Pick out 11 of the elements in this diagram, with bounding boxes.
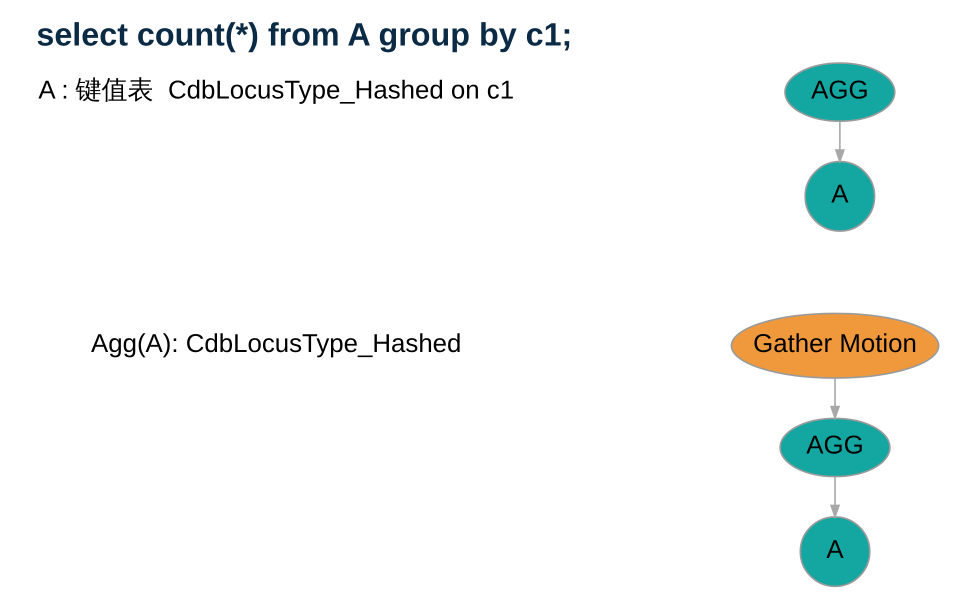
diagram-title: select count(*) from A group by c1; <box>36 16 572 52</box>
label: A : 键值表 CdbLocusType_Hashed on c1 <box>38 76 514 104</box>
arrow <box>834 121 845 164</box>
arrow <box>830 476 840 520</box>
node-ellipse: AGG <box>784 62 896 122</box>
node-ellipse: AGG <box>779 418 891 478</box>
node-ellipse: Gather Motion <box>730 312 940 379</box>
node-circle: A <box>804 160 876 232</box>
label: Agg(A): CdbLocusType_Hashed <box>91 330 462 358</box>
arrow <box>830 378 840 420</box>
node-circle: A <box>800 516 871 588</box>
